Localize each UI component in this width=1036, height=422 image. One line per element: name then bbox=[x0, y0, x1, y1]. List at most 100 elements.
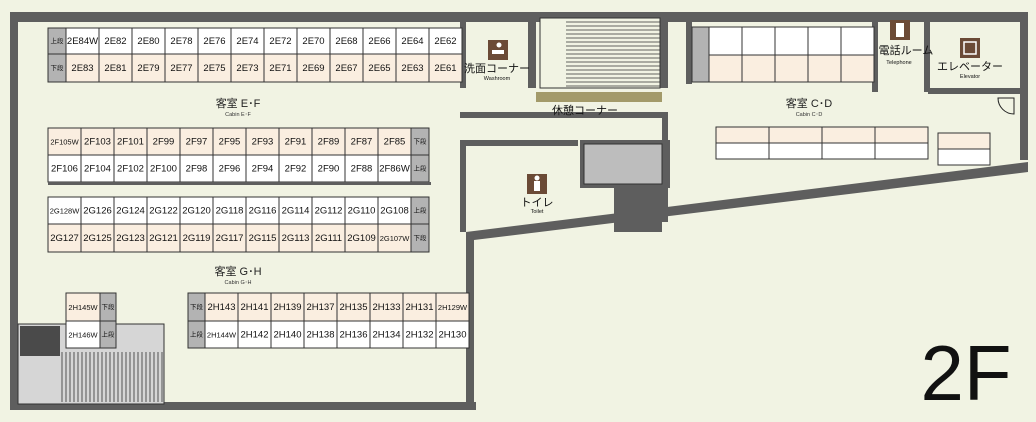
cd-cabin-lower[interactable] bbox=[768, 142, 823, 160]
cabin-2G126[interactable]: 2G126 bbox=[80, 196, 115, 225]
cabin-2G118[interactable]: 2G118 bbox=[212, 196, 247, 225]
cabin-2F89[interactable]: 2F89 bbox=[311, 127, 346, 156]
cd-cabin-lower[interactable] bbox=[807, 54, 842, 83]
cabin-2E82[interactable]: 2E82 bbox=[98, 27, 133, 55]
cabin-2E77[interactable]: 2E77 bbox=[164, 53, 199, 83]
cabin-2E73[interactable]: 2E73 bbox=[230, 53, 265, 83]
cd-cabin-upper[interactable] bbox=[708, 26, 743, 56]
cabin-2F90[interactable]: 2F90 bbox=[311, 154, 346, 183]
cabin-2H138[interactable]: 2H138 bbox=[303, 320, 338, 349]
cabin-2E80[interactable]: 2E80 bbox=[131, 27, 166, 55]
cd-cabin-lower[interactable] bbox=[708, 54, 743, 83]
cd-cabin-upper[interactable] bbox=[840, 26, 875, 56]
cabin-2E70[interactable]: 2E70 bbox=[296, 27, 331, 55]
cabin-2H135[interactable]: 2H135 bbox=[336, 292, 371, 322]
cabin-2E79[interactable]: 2E79 bbox=[131, 53, 166, 83]
cd-cabin-lower[interactable] bbox=[840, 54, 875, 83]
cabin-2H140[interactable]: 2H140 bbox=[270, 320, 305, 349]
cabin-2H139[interactable]: 2H139 bbox=[270, 292, 305, 322]
cabin-2E66[interactable]: 2E66 bbox=[362, 27, 397, 55]
cabin-2F98[interactable]: 2F98 bbox=[179, 154, 214, 183]
cabin-2G114[interactable]: 2G114 bbox=[278, 196, 313, 225]
cabin-2G127[interactable]: 2G127 bbox=[47, 223, 82, 253]
cabin-2F93[interactable]: 2F93 bbox=[245, 127, 280, 156]
cabin-2E69[interactable]: 2E69 bbox=[296, 53, 331, 83]
cabin-2G110[interactable]: 2G110 bbox=[344, 196, 379, 225]
cabin-2G107W[interactable]: 2G107W bbox=[377, 223, 412, 253]
cabin-2H137[interactable]: 2H137 bbox=[303, 292, 338, 322]
cabin-2G111[interactable]: 2G111 bbox=[311, 223, 346, 253]
cd-cabin-lower[interactable] bbox=[937, 148, 991, 166]
cabin-2G124[interactable]: 2G124 bbox=[113, 196, 148, 225]
cabin-2G116[interactable]: 2G116 bbox=[245, 196, 280, 225]
cabin-2E61[interactable]: 2E61 bbox=[428, 53, 463, 83]
cabin-2G128W[interactable]: 2G128W bbox=[47, 196, 82, 225]
cabin-2F104[interactable]: 2F104 bbox=[80, 154, 115, 183]
cabin-2F92[interactable]: 2F92 bbox=[278, 154, 313, 183]
cabin-2F87[interactable]: 2F87 bbox=[344, 127, 379, 156]
cabin-2H145W[interactable]: 2H145W bbox=[65, 292, 101, 322]
cabin-2H132[interactable]: 2H132 bbox=[402, 320, 437, 349]
cabin-2E64[interactable]: 2E64 bbox=[395, 27, 430, 55]
cd-cabin-lower[interactable] bbox=[741, 54, 776, 83]
cabin-2G108[interactable]: 2G108 bbox=[377, 196, 412, 225]
cabin-2E83[interactable]: 2E83 bbox=[65, 53, 100, 83]
cabin-2H143[interactable]: 2H143 bbox=[204, 292, 239, 322]
cabin-2E81[interactable]: 2E81 bbox=[98, 53, 133, 83]
cabin-2E84W[interactable]: 2E84W bbox=[65, 27, 100, 55]
cabin-2H129W[interactable]: 2H129W bbox=[435, 292, 470, 322]
cabin-2E65[interactable]: 2E65 bbox=[362, 53, 397, 83]
cd-cabin-upper[interactable] bbox=[741, 26, 776, 56]
cabin-2G120[interactable]: 2G120 bbox=[179, 196, 214, 225]
cabin-2F102[interactable]: 2F102 bbox=[113, 154, 148, 183]
cabin-2E63[interactable]: 2E63 bbox=[395, 53, 430, 83]
cabin-2H142[interactable]: 2H142 bbox=[237, 320, 272, 349]
cabin-2E75[interactable]: 2E75 bbox=[197, 53, 232, 83]
cabin-2G115[interactable]: 2G115 bbox=[245, 223, 280, 253]
cd-cabin-lower[interactable] bbox=[874, 142, 929, 160]
cd-cabin-upper[interactable] bbox=[807, 26, 842, 56]
cabin-2F100[interactable]: 2F100 bbox=[146, 154, 181, 183]
cd-cabin-lower[interactable] bbox=[774, 54, 809, 83]
cabin-2F105W[interactable]: 2F105W bbox=[47, 127, 82, 156]
cabin-2H134[interactable]: 2H134 bbox=[369, 320, 404, 349]
cd-cabin-upper[interactable] bbox=[821, 126, 876, 144]
cabin-2G123[interactable]: 2G123 bbox=[113, 223, 148, 253]
cd-tier-tag[interactable] bbox=[691, 26, 710, 83]
cabin-2F101[interactable]: 2F101 bbox=[113, 127, 148, 156]
cd-cabin-upper[interactable] bbox=[937, 132, 991, 150]
cd-cabin-upper[interactable] bbox=[874, 126, 929, 144]
cabin-2F106[interactable]: 2F106 bbox=[47, 154, 82, 183]
cabin-2F95[interactable]: 2F95 bbox=[212, 127, 247, 156]
cabin-2E78[interactable]: 2E78 bbox=[164, 27, 199, 55]
cabin-2G125[interactable]: 2G125 bbox=[80, 223, 115, 253]
cabin-2H133[interactable]: 2H133 bbox=[369, 292, 404, 322]
cabin-2H146W[interactable]: 2H146W bbox=[65, 320, 101, 349]
cabin-2H144W[interactable]: 2H144W bbox=[204, 320, 239, 349]
cabin-2G119[interactable]: 2G119 bbox=[179, 223, 214, 253]
cabin-2F96[interactable]: 2F96 bbox=[212, 154, 247, 183]
cabin-2F86W[interactable]: 2F86W bbox=[377, 154, 412, 183]
cd-cabin-upper[interactable] bbox=[768, 126, 823, 144]
cabin-2G113[interactable]: 2G113 bbox=[278, 223, 313, 253]
cabin-2E62[interactable]: 2E62 bbox=[428, 27, 463, 55]
cd-cabin-lower[interactable] bbox=[821, 142, 876, 160]
cabin-2H136[interactable]: 2H136 bbox=[336, 320, 371, 349]
cabin-2F99[interactable]: 2F99 bbox=[146, 127, 181, 156]
cabin-2G121[interactable]: 2G121 bbox=[146, 223, 181, 253]
cd-cabin-upper[interactable] bbox=[774, 26, 809, 56]
cd-cabin-lower[interactable] bbox=[715, 142, 770, 160]
cabin-2E67[interactable]: 2E67 bbox=[329, 53, 364, 83]
cabin-2F97[interactable]: 2F97 bbox=[179, 127, 214, 156]
cd-cabin-upper[interactable] bbox=[715, 126, 770, 144]
cabin-2E68[interactable]: 2E68 bbox=[329, 27, 364, 55]
cabin-2H131[interactable]: 2H131 bbox=[402, 292, 437, 322]
cabin-2G112[interactable]: 2G112 bbox=[311, 196, 346, 225]
cabin-2H141[interactable]: 2H141 bbox=[237, 292, 272, 322]
cabin-2H130[interactable]: 2H130 bbox=[435, 320, 470, 349]
cabin-2E72[interactable]: 2E72 bbox=[263, 27, 298, 55]
cabin-2F91[interactable]: 2F91 bbox=[278, 127, 313, 156]
cabin-2F88[interactable]: 2F88 bbox=[344, 154, 379, 183]
cabin-2G122[interactable]: 2G122 bbox=[146, 196, 181, 225]
cabin-2E76[interactable]: 2E76 bbox=[197, 27, 232, 55]
